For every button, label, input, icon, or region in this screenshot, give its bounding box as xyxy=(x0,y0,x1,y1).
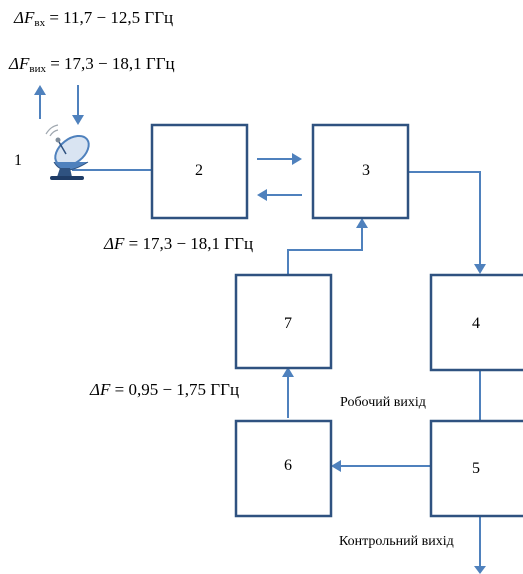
band-6-7-equation: ΔF = 0,95 − 1,75 ГГц xyxy=(90,380,239,400)
block-1-label: 1 xyxy=(14,152,22,169)
arrowhead-down xyxy=(72,115,84,125)
input-band-equation: ΔFвх = 11,7 − 12,5 ГГц xyxy=(14,8,173,29)
arrowhead-back xyxy=(257,189,267,201)
band-3-7-value: = 17,3 − 18,1 ГГц xyxy=(128,234,254,253)
band-3-7-symbol: ΔF xyxy=(104,234,125,253)
block-6-label: 6 xyxy=(284,457,292,474)
output-band-symbol: ΔF xyxy=(9,54,30,73)
output-band-equation: ΔFвих = 17,3 − 18,1 ГГц xyxy=(9,54,175,75)
work-output-label: Робочий вихід xyxy=(340,395,426,410)
block-4-label: 4 xyxy=(472,315,480,332)
input-band-value: = 11,7 − 12,5 ГГц xyxy=(49,8,174,27)
input-band-subscript: вх xyxy=(34,17,46,29)
control-output-label: Контрольний вихід xyxy=(339,534,454,549)
block-5-label: 5 xyxy=(472,460,480,477)
band-3-7-equation: ΔF = 17,3 − 18,1 ГГц xyxy=(104,234,253,254)
band-6-7-value: = 0,95 − 1,75 ГГц xyxy=(114,380,240,399)
block-3: 3 xyxy=(311,123,410,220)
output-band-subscript: вих xyxy=(29,63,46,75)
arrowhead-control-output xyxy=(474,566,486,574)
wire-7-3 xyxy=(287,224,363,275)
arrowhead-to-3 xyxy=(356,218,368,228)
arrowhead-to-4 xyxy=(474,264,486,274)
block-6: 6 xyxy=(234,419,333,518)
input-band-symbol: ΔF xyxy=(14,8,35,27)
arrowhead-up xyxy=(34,85,46,95)
arrowhead-to-6 xyxy=(331,460,341,472)
block-5: 5 xyxy=(429,419,523,518)
block-7: 7 xyxy=(234,273,333,370)
arrowhead-forward xyxy=(292,153,302,165)
arrowhead-to-7 xyxy=(282,367,294,377)
block-3-label: 3 xyxy=(362,162,370,179)
satellite-dish-icon xyxy=(45,124,90,180)
output-band-value: = 17,3 − 18,1 ГГц xyxy=(50,54,175,73)
wire-3-4 xyxy=(408,171,481,268)
block-7-label: 7 xyxy=(284,315,292,332)
block-2: 2 xyxy=(150,123,249,220)
block-2-label: 2 xyxy=(195,162,203,179)
band-6-7-symbol: ΔF xyxy=(90,380,111,399)
block-4: 4 xyxy=(429,273,523,372)
